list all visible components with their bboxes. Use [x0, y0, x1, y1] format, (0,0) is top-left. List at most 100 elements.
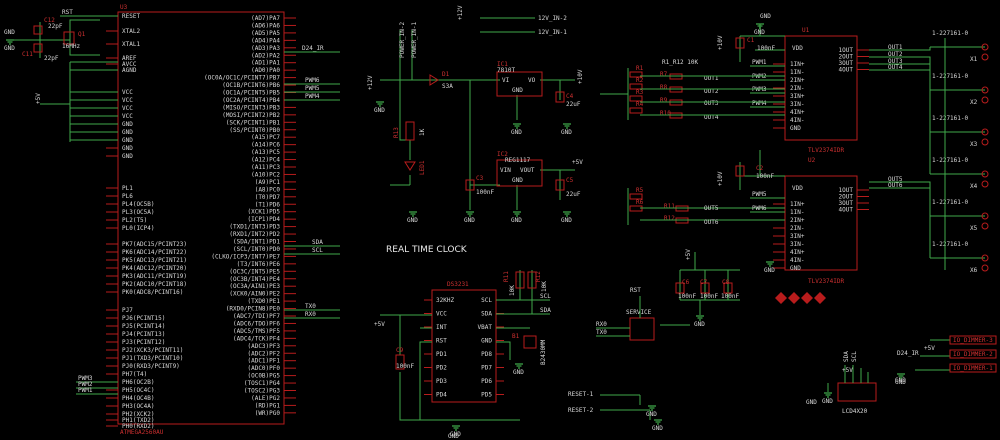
resistor-network: R1R2R3R4PWM1PWM2PWM3PWM4OUT1OUT2OUT3OUT4…	[629, 59, 785, 226]
connector-out-net: OUT6	[888, 182, 903, 189]
mcu-left-pin: VCC	[122, 89, 133, 96]
mcu-left-pin: PK5(ADC13/PCINT21)	[122, 257, 187, 264]
res-header: R1_R12 10K	[662, 59, 699, 66]
connector-name: X5	[970, 225, 978, 232]
v5-caps: +5V	[685, 249, 692, 260]
v5-reg: +5V	[572, 159, 583, 166]
pwm-net: PWM4	[752, 100, 767, 107]
gnd-label: GND	[561, 217, 572, 224]
mcu-left-pin: PJ0(RXD3/PCINT9)	[122, 363, 180, 370]
rtc-right-pin: PD6	[481, 378, 492, 385]
mcu-block: U3 ATMEGA2560AU RESETXTAL2XTAL1AREFAVCCA…	[106, 4, 296, 436]
vdd-label: VDD	[792, 45, 803, 52]
u1-label: U1	[802, 27, 810, 34]
rtc-right-pin: SCL	[481, 297, 492, 304]
mcu-right-pin: (AD0)PA0	[251, 67, 280, 74]
mcu-right-pin: (AD4)PA4	[251, 37, 280, 44]
service-header	[629, 317, 655, 341]
mcu-left-pin: PJ5(PCINT14)	[122, 323, 165, 330]
connector-part: 1-227161-0	[932, 199, 969, 206]
mcu-left-pin: PJ7	[122, 307, 133, 314]
lcd-sda: SDA	[843, 351, 850, 362]
driver-output-pin: 4OUT	[839, 67, 854, 74]
mcu-right-pin: (TOSC2)PG3	[244, 388, 281, 395]
rtc-gnd: GND	[448, 433, 459, 440]
gnd-label: GND	[652, 425, 663, 432]
driver-input-pin: GND	[790, 125, 801, 132]
mcu-left-pin: PH5(OC4C)	[122, 387, 155, 394]
out-net: OUT1	[704, 75, 719, 82]
mcu-right-pin: (ADC2)PF2	[247, 350, 280, 357]
gnd-label: GND	[374, 107, 385, 114]
out-net: OUT2	[704, 88, 719, 95]
r11-value: 10K	[509, 285, 516, 296]
b1-value: B2430MM	[540, 339, 547, 365]
service-rx: RX0	[596, 321, 607, 328]
gnd-label: GND	[646, 411, 657, 418]
gnd-label: GND	[511, 129, 522, 136]
mcu-right-pin: (XCK1)PD5	[247, 209, 280, 216]
rtc-right-pin: PD5	[481, 392, 492, 399]
mcu-right-pin: (OC3A/AIN1)PE3	[229, 283, 280, 290]
c3-cap	[465, 179, 475, 191]
c7-label: C7	[700, 279, 708, 286]
mcu-right-pin: (A15)PC7	[251, 134, 280, 141]
gnd-label: GND	[450, 431, 461, 438]
connector-name: X3	[970, 141, 978, 148]
oscillator: C11 C12 22pF 22pF Q1 16MHz GND RST	[4, 9, 118, 62]
c11-value: 22pF	[44, 55, 59, 62]
io-dimmer-3	[949, 335, 997, 345]
driver-input-pin: 3IN+	[790, 233, 805, 240]
driver-input-pin: 2IN+	[790, 77, 805, 84]
net-pwm3: PWM3	[78, 375, 93, 382]
connector-name: X2	[970, 99, 978, 106]
mcu-right-pin: (A13)PC5	[251, 149, 280, 156]
ic1-part: 7810T	[497, 67, 515, 74]
resistor-label: R10	[660, 110, 671, 117]
lcd-gnd-right: GND	[895, 377, 906, 384]
c2-value: 100nF	[756, 173, 774, 180]
mcu-right-pin: (A9)PC1	[255, 179, 281, 186]
mcu-right-pin: (TXD1/INT3)PD3	[229, 224, 280, 231]
net-pwm4: PWM4	[305, 93, 320, 100]
mcu-left-pin: XTAL2	[122, 28, 140, 35]
rtc-right-pin: PD7	[481, 365, 492, 372]
driver-input-pin: 1IN-	[790, 209, 804, 216]
connector-name: X6	[970, 267, 978, 274]
out-net: OUT3	[704, 100, 719, 107]
lcd-block: LCD4X20 SDA SCL +5V GND D24_IR +5V IO_DI…	[806, 335, 997, 415]
mcu-left-pin: PK6(ADC14/PCINT22)	[122, 249, 187, 256]
mcu-left-pin: PH0(RXD2)	[122, 423, 155, 430]
mcu-left-pins: RESETXTAL2XTAL1AREFAVCCAGNDVCCVCCVCCVCCG…	[106, 13, 187, 430]
ic1-box	[496, 71, 543, 97]
mcu-left-pin: PK4(ADC12/PCINT20)	[122, 265, 187, 272]
mcu-right-pin: (RD)PG1	[255, 402, 281, 409]
gnd-label: GND	[754, 29, 765, 36]
v12-label: +12V	[367, 75, 374, 90]
resistor-label: R8	[660, 84, 668, 91]
resistor-label: R11	[664, 203, 675, 210]
connector-part: 1-227161-0	[932, 115, 969, 122]
pwm-net: PWM6	[752, 205, 767, 212]
io-dimmer-1	[949, 363, 997, 373]
u1-v10: +10V	[717, 35, 724, 50]
resistor-label: R9	[660, 97, 668, 104]
mcu-left-pin: PH2(XCK2)	[122, 411, 155, 418]
net-tx0: TX0	[305, 303, 316, 310]
gnd-label: GND	[464, 217, 475, 224]
d1-diode	[429, 74, 439, 86]
rtc-left-pin: PD1	[436, 351, 447, 358]
c9-value: 100nF	[396, 363, 414, 370]
resistor-label: R4	[636, 101, 644, 108]
u1-part: TLV2374IDR	[808, 147, 845, 154]
service-block: SERVICE RST RX0 TX0 RESET-1 RESET-2 +5V …	[568, 249, 740, 420]
lcd-ir: D24_IR	[897, 350, 919, 357]
connector-block: 1-227161-0X1OUT11-227161-0X2OUT21-227161…	[869, 30, 989, 274]
driver-input-pin: 3IN+	[790, 93, 805, 100]
mcu-left-pin: PL0(ICP4)	[122, 225, 155, 232]
mcu-ref: U3	[120, 4, 128, 11]
power-in1: POWER_IN-1	[411, 21, 418, 58]
mcu-left-pin: PL3(OC5A)	[122, 209, 155, 216]
gnd-label: GND	[561, 129, 572, 136]
mcu-left-pin: GND	[122, 145, 133, 152]
